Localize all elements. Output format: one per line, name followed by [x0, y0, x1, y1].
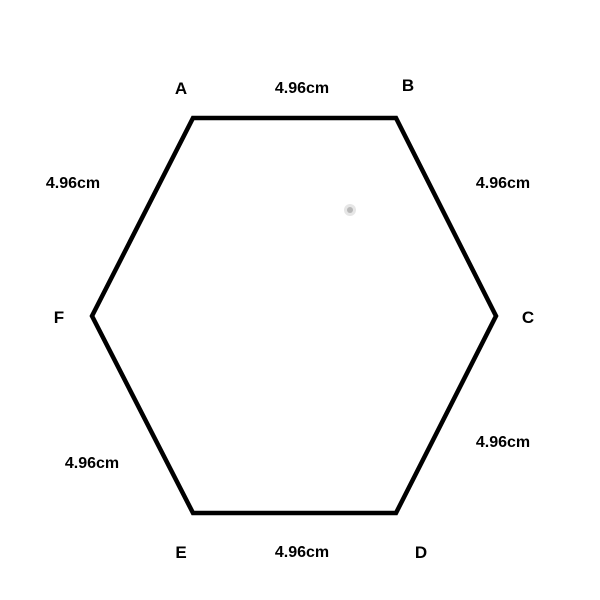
side-label-cd: 4.96cm — [476, 434, 530, 451]
side-label-ef: 4.96cm — [65, 455, 119, 472]
side-label-bc: 4.96cm — [476, 175, 530, 192]
vertex-label-a: A — [175, 79, 187, 98]
vertex-label-d: D — [415, 543, 427, 562]
side-label-de: 4.96cm — [275, 544, 329, 561]
side-label-fa: 4.96cm — [46, 175, 100, 192]
vertex-label-c: C — [522, 308, 534, 327]
decorative-dot — [344, 204, 356, 216]
vertex-label-b: B — [402, 76, 414, 95]
vertex-label-f: F — [54, 308, 64, 327]
side-label-ab: 4.96cm — [275, 80, 329, 97]
hexagon-outline — [89, 115, 499, 516]
vertex-label-e: E — [175, 543, 186, 562]
